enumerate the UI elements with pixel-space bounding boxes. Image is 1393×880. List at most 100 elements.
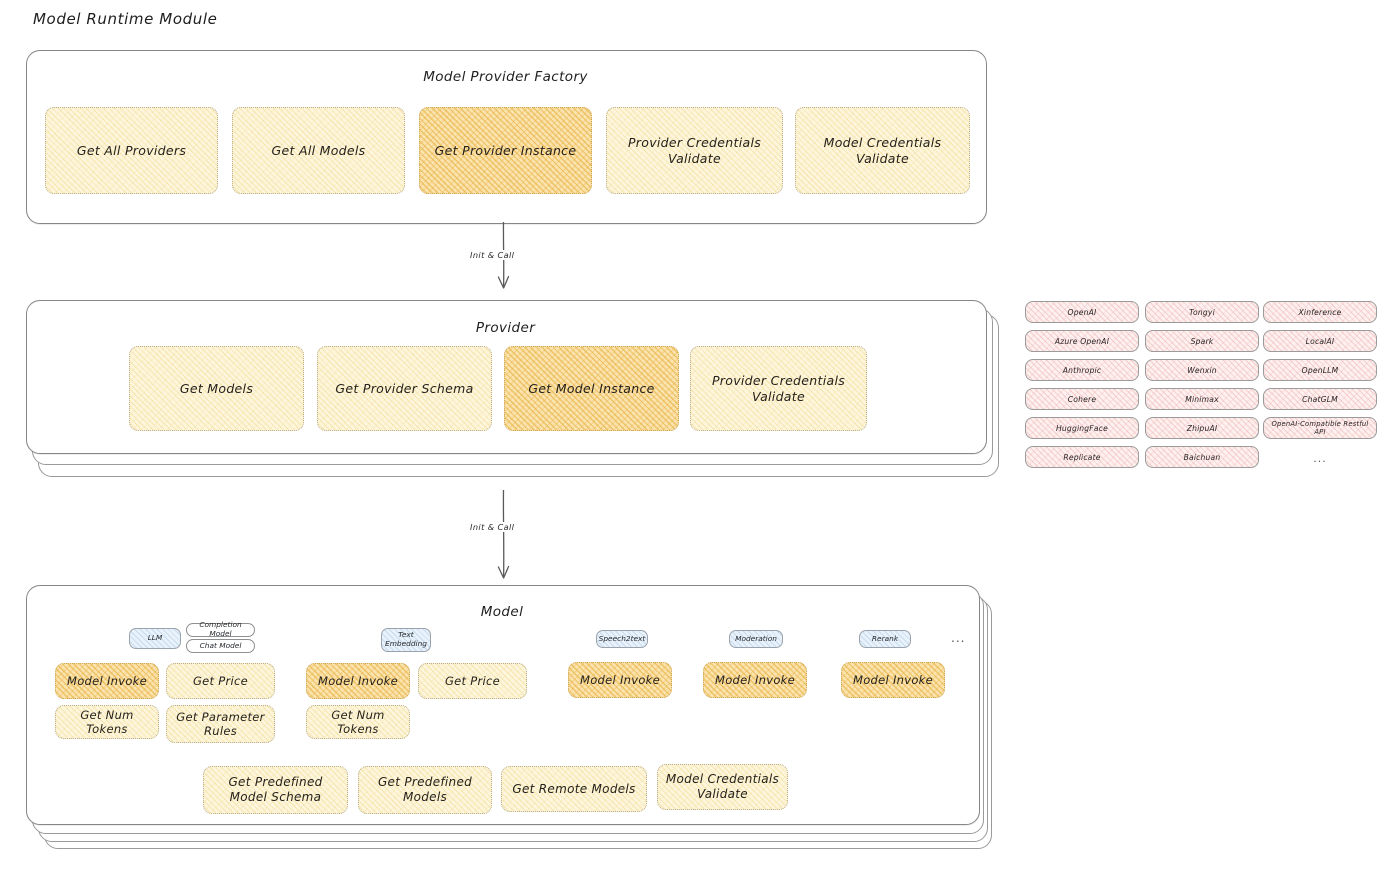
model-common-get-predefined-model-schema[interactable]: Get Predefined Model Schema bbox=[203, 766, 348, 814]
badge-label: Chat Model bbox=[199, 640, 242, 650]
speech2text-method-model-invoke[interactable]: Model Invoke bbox=[568, 662, 672, 698]
factory-item-get-all-providers[interactable]: Get All Providers bbox=[45, 107, 218, 194]
text-embedding-method-model-invoke[interactable]: Model Invoke bbox=[306, 663, 410, 699]
leaf-label: Model Invoke bbox=[317, 673, 399, 688]
model-type-badge-moderation[interactable]: Moderation bbox=[729, 630, 783, 648]
leaf-label: Get Price bbox=[192, 673, 249, 688]
pill-label: Minimax bbox=[1185, 394, 1219, 404]
arrow-provider-to-model: Init & Call bbox=[467, 489, 540, 586]
pill-label: Tongyi bbox=[1189, 307, 1215, 317]
badge-label: LLM bbox=[147, 633, 163, 643]
provider-pill-openai[interactable]: OpenAI bbox=[1025, 301, 1139, 323]
page-title: Model Runtime Module bbox=[33, 10, 218, 28]
provider-title: Provider bbox=[475, 320, 536, 336]
arrow-factory-to-provider: Init & Call bbox=[467, 221, 540, 296]
leaf-label: Get Num Tokens bbox=[80, 707, 134, 736]
badge-label: Rerank bbox=[871, 633, 899, 643]
leaf-label: Model Credentials Validate bbox=[665, 772, 780, 801]
model-common-get-predefined-models[interactable]: Get Predefined Models bbox=[358, 766, 492, 814]
leaf-label: Get All Models bbox=[271, 142, 366, 158]
leaf-label: Get Num Tokens bbox=[331, 707, 385, 736]
leaf-label: Get All Providers bbox=[76, 142, 187, 158]
llm-method-get-parameter-rules[interactable]: Get Parameter Rules bbox=[166, 705, 275, 743]
model-types-ellipsis: ... bbox=[951, 631, 966, 645]
model-provider-factory-title: Model Provider Factory bbox=[423, 69, 588, 85]
model-title: Model bbox=[480, 604, 524, 620]
pill-label: LocalAI bbox=[1305, 336, 1335, 346]
badge-label: Speech2text bbox=[598, 633, 646, 643]
pill-label: Xinference bbox=[1298, 307, 1342, 317]
provider-pill-zhipuai[interactable]: ZhipuAI bbox=[1145, 417, 1259, 439]
rerank-method-model-invoke[interactable]: Model Invoke bbox=[841, 662, 945, 698]
provider-pill-replicate[interactable]: Replicate bbox=[1025, 446, 1139, 468]
leaf-label: Get Price bbox=[444, 673, 501, 688]
pill-label: Cohere bbox=[1067, 394, 1097, 404]
llm-method-get-num-tokens[interactable]: Get Num Tokens bbox=[55, 705, 159, 739]
leaf-label: Model Credentials Validate bbox=[823, 135, 942, 166]
provider-pill-chatglm[interactable]: ChatGLM bbox=[1263, 388, 1377, 410]
provider-pill-anthropic[interactable]: Anthropic bbox=[1025, 359, 1139, 381]
provider-item-get-model-instance[interactable]: Get Model Instance bbox=[504, 346, 679, 431]
model-sub-badge-chat-model[interactable]: Chat Model bbox=[186, 639, 255, 653]
leaf-label: Get Provider Instance bbox=[434, 142, 577, 158]
model-type-badge-llm[interactable]: LLM bbox=[129, 628, 181, 649]
leaf-label: Get Parameter Rules bbox=[176, 709, 265, 738]
provider-item-get-models[interactable]: Get Models bbox=[129, 346, 304, 431]
pill-label: OpenAI bbox=[1067, 307, 1097, 317]
pill-label: ChatGLM bbox=[1302, 394, 1338, 404]
pill-label: Wenxin bbox=[1187, 365, 1217, 375]
leaf-label: Provider Credentials Validate bbox=[711, 373, 846, 404]
provider-pill-cohere[interactable]: Cohere bbox=[1025, 388, 1139, 410]
provider-pill-huggingface[interactable]: HuggingFace bbox=[1025, 417, 1139, 439]
pill-label: ZhipuAI bbox=[1186, 423, 1218, 433]
pill-label: Azure OpenAI bbox=[1054, 336, 1110, 346]
leaf-label: Model Invoke bbox=[852, 672, 934, 687]
llm-method-model-invoke[interactable]: Model Invoke bbox=[55, 663, 159, 699]
llm-method-get-price[interactable]: Get Price bbox=[166, 663, 275, 699]
leaf-label: Get Provider Schema bbox=[335, 380, 474, 396]
leaf-label: Get Model Instance bbox=[528, 380, 655, 396]
model-common-model-credentials-validate[interactable]: Model Credentials Validate bbox=[657, 764, 788, 810]
provider-pill-azure-openai[interactable]: Azure OpenAI bbox=[1025, 330, 1139, 352]
model-sub-badge-completion-model[interactable]: Completion Model bbox=[186, 621, 255, 638]
moderation-method-model-invoke[interactable]: Model Invoke bbox=[703, 662, 807, 698]
leaf-label: Get Predefined Model Schema bbox=[228, 775, 323, 804]
leaf-label: Get Models bbox=[179, 380, 254, 396]
provider-pill-localai[interactable]: LocalAI bbox=[1263, 330, 1377, 352]
factory-item-get-provider-instance[interactable]: Get Provider Instance bbox=[419, 107, 592, 194]
model-type-badge-text-embedding[interactable]: Text Embedding bbox=[381, 628, 431, 652]
pill-label: OpenLLM bbox=[1301, 365, 1339, 375]
model-type-badge-rerank[interactable]: Rerank bbox=[859, 630, 911, 648]
provider-list-ellipsis: ... bbox=[1313, 452, 1327, 465]
badge-label: Text Embedding bbox=[385, 630, 427, 648]
provider-pill-minimax[interactable]: Minimax bbox=[1145, 388, 1259, 410]
provider-pill-baichuan[interactable]: Baichuan bbox=[1145, 446, 1259, 468]
provider-pill-openai-compatible-restful-api[interactable]: OpenAI-Compatible Restful API bbox=[1263, 417, 1377, 439]
model-common-get-remote-models[interactable]: Get Remote Models bbox=[501, 766, 647, 812]
text-embedding-method-get-num-tokens[interactable]: Get Num Tokens bbox=[306, 705, 410, 739]
factory-item-get-all-models[interactable]: Get All Models bbox=[232, 107, 405, 194]
leaf-label: Model Invoke bbox=[66, 673, 148, 688]
factory-item-model-credentials-validate[interactable]: Model Credentials Validate bbox=[795, 107, 970, 194]
pill-label: Baichuan bbox=[1183, 452, 1221, 462]
arrow-label: Init & Call bbox=[467, 522, 518, 532]
provider-pill-openllm[interactable]: OpenLLM bbox=[1263, 359, 1377, 381]
leaf-label: Provider Credentials Validate bbox=[627, 135, 762, 166]
pill-label: Replicate bbox=[1063, 452, 1101, 462]
leaf-label: Model Invoke bbox=[579, 672, 661, 687]
provider-pill-tongyi[interactable]: Tongyi bbox=[1145, 301, 1259, 323]
text-embedding-method-get-price[interactable]: Get Price bbox=[418, 663, 527, 699]
arrow-icon bbox=[497, 489, 510, 579]
factory-item-provider-credentials-validate[interactable]: Provider Credentials Validate bbox=[606, 107, 783, 194]
pill-label: HuggingFace bbox=[1056, 423, 1108, 433]
provider-item-get-provider-schema[interactable]: Get Provider Schema bbox=[317, 346, 492, 431]
pill-label: Anthropic bbox=[1062, 365, 1102, 375]
model-type-badge-speech2text[interactable]: Speech2text bbox=[596, 630, 648, 648]
provider-pill-spark[interactable]: Spark bbox=[1145, 330, 1259, 352]
leaf-label: Model Invoke bbox=[714, 672, 796, 687]
provider-pill-wenxin[interactable]: Wenxin bbox=[1145, 359, 1259, 381]
provider-item-provider-credentials-validate[interactable]: Provider Credentials Validate bbox=[690, 346, 867, 431]
badge-label: Moderation bbox=[735, 633, 777, 643]
provider-pill-xinference[interactable]: Xinference bbox=[1263, 301, 1377, 323]
